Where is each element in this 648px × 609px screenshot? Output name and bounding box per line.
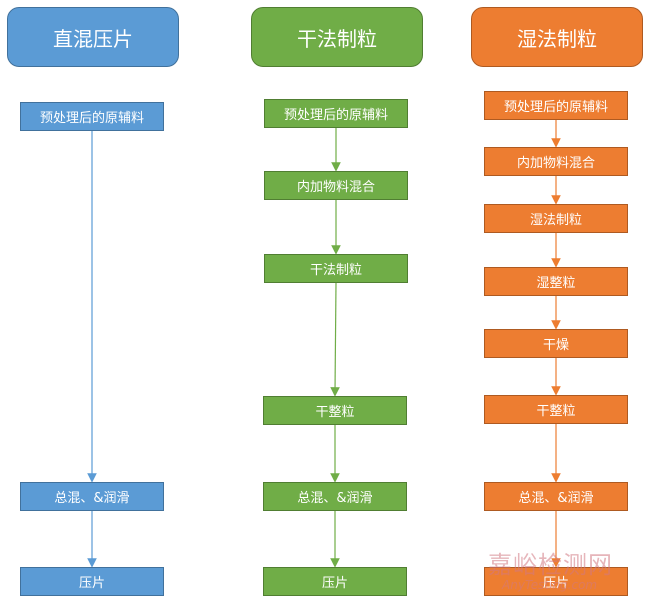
wet-step-raw-materials: 预处理后的原辅料	[484, 91, 628, 120]
dry-step-blend-lubricate: 总混、&润滑	[263, 482, 407, 511]
arrow-dry-3	[330, 282, 340, 397]
dry-step-dry-granulation: 干法制粒	[264, 254, 408, 283]
column-header-dry-granulation: 干法制粒	[251, 7, 423, 67]
dry-step-compress: 压片	[263, 567, 407, 596]
wet-step-dry-sizing: 干整粒	[484, 395, 628, 424]
wet-step-wet-sizing: 湿整粒	[484, 267, 628, 296]
dry-step-raw-materials: 预处理后的原辅料	[264, 99, 408, 128]
column-header-direct-compression: 直混压片	[7, 7, 179, 67]
wet-step-drying: 干燥	[484, 329, 628, 358]
direct-step-raw-materials: 预处理后的原辅料	[20, 102, 164, 131]
direct-step-blend-lubricate: 总混、&润滑	[20, 482, 164, 511]
wet-step-intragranular-mix: 内加物料混合	[484, 147, 628, 176]
wet-step-blend-lubricate: 总混、&润滑	[484, 482, 628, 511]
direct-step-compress: 压片	[20, 567, 164, 596]
dry-step-dry-sizing: 干整粒	[263, 396, 407, 425]
column-header-wet-granulation: 湿法制粒	[471, 7, 643, 67]
wet-step-compress: 压片	[484, 567, 628, 596]
wet-step-wet-granulation: 湿法制粒	[484, 204, 628, 233]
dry-step-intragranular-mix: 内加物料混合	[264, 171, 408, 200]
